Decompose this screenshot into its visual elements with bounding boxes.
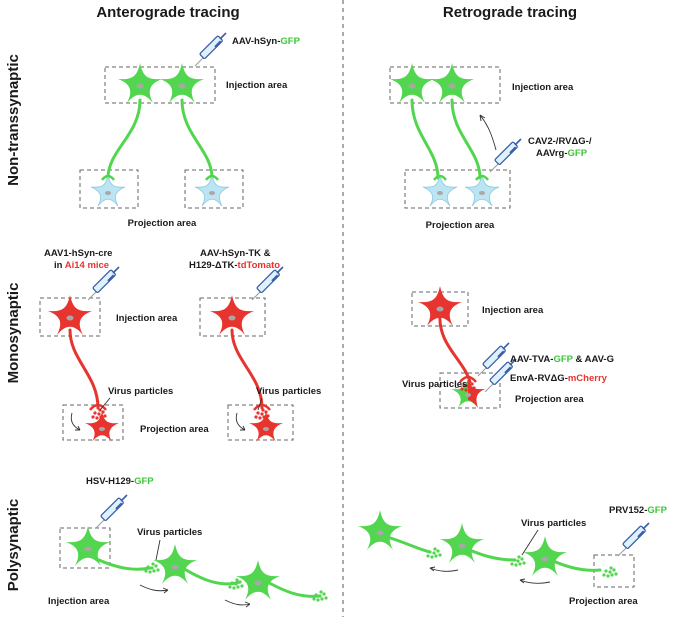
neuron-icon <box>358 510 402 550</box>
arrow-icon <box>224 599 251 608</box>
virus-particle-icon <box>602 566 618 578</box>
virus2-label: EnvA-RVΔG-mCherry <box>510 373 608 384</box>
injection-area-label: Injection area <box>482 305 544 316</box>
virus1-label: AAV-TVA-GFP & AAV-G <box>510 354 614 365</box>
neuron-icon <box>249 411 283 442</box>
arrow-icon <box>519 578 551 584</box>
neuron-icon <box>160 63 204 103</box>
virus-particles-label: Virus particles <box>402 379 467 390</box>
neuron-icon <box>523 536 567 576</box>
projection-area-box <box>404 169 511 209</box>
virus-label-line1: CAV2-/RVΔG-/ <box>528 136 592 147</box>
neuron-icon <box>85 411 119 442</box>
panel-anterograde-polysynaptic: HSV-H129-GFP Virus particles Injection a… <box>48 476 328 608</box>
syringe-icon <box>617 522 650 557</box>
row-label-non-transsynaptic: Non-transsynaptic <box>5 54 22 186</box>
panel-anterograde-monosynaptic: AAV1-hSyn-cre in Ai14 mice AAV-hSyn-TK &… <box>39 248 321 442</box>
neuron-icon <box>210 295 254 335</box>
arrow-icon <box>479 114 497 151</box>
neuron-icon <box>390 63 434 103</box>
virus-particles-label: Virus particles <box>108 386 173 397</box>
neuron-icon <box>451 377 485 408</box>
neuron-icon <box>118 63 162 103</box>
panel-anterograde-non-transsynaptic: AAV-hSyn-GFP Injection area Projection a… <box>79 32 301 229</box>
panel-retrograde-monosynaptic: Injection area AAV-TVA-GFP & AAV-G EnvA-… <box>402 286 614 409</box>
projection-area-box <box>62 404 124 441</box>
virus-label: AAV-hSyn-GFP <box>232 36 301 47</box>
virus-label: HSV-H129-GFP <box>86 476 154 487</box>
projection-area-label: Projection area <box>140 424 209 435</box>
virus-particle-icon <box>91 408 107 420</box>
projection-area-box <box>184 169 244 209</box>
arrow-icon <box>70 412 81 431</box>
arrow-icon <box>429 566 459 572</box>
injection-area-label: Injection area <box>512 82 574 93</box>
virus1-label-line2: in Ai14 mice <box>54 260 109 271</box>
injection-area-label: Injection area <box>116 313 178 324</box>
projection-area-label: Projection area <box>128 218 197 229</box>
syringe-icon <box>194 32 227 67</box>
projection-area-label: Projection area <box>426 220 495 231</box>
syringe-icon <box>87 266 120 301</box>
row-label-monosynaptic: Monosynaptic <box>5 283 22 384</box>
arrow-icon <box>235 412 246 431</box>
virus-particles-label: Virus particles <box>256 386 321 397</box>
row-label-polysynaptic: Polysynaptic <box>5 499 22 592</box>
header-anterograde: Anterograde tracing <box>96 4 239 21</box>
neuron-icon <box>66 526 110 566</box>
projection-area-label: Projection area <box>569 596 638 607</box>
neuron-icon <box>464 174 500 207</box>
neuron-icon <box>194 174 230 207</box>
syringe-icon <box>251 266 284 301</box>
injection-area-label: Injection area <box>226 80 288 91</box>
virus-particles-label: Virus particles <box>137 527 202 538</box>
header-retrograde: Retrograde tracing <box>443 4 577 21</box>
virus-label-line2: AAVrg-GFP <box>536 148 588 159</box>
syringe-icon <box>95 494 128 529</box>
neuron-icon <box>48 295 92 335</box>
virus2-label-line2: H129-ΔTK-tdTomato <box>189 260 280 271</box>
neuron-icon <box>418 286 462 326</box>
projection-area-label: Projection area <box>515 394 584 405</box>
panel-retrograde-non-transsynaptic: CAV2-/RVΔG-/ AAVrg-GFP Injection area Pr… <box>389 63 592 231</box>
neuron-icon <box>90 174 126 207</box>
virus1-label-line1: AAV1-hSyn-cre <box>44 248 112 259</box>
projection-area-box <box>439 372 501 409</box>
injection-area-box <box>59 527 111 569</box>
neuron-icon <box>422 174 458 207</box>
injection-area-box <box>389 66 501 104</box>
virus-particles-label: Virus particles <box>521 518 586 529</box>
injection-area-box <box>104 66 216 104</box>
arrow-icon <box>139 584 169 594</box>
injection-area-label: Injection area <box>48 596 110 607</box>
neuron-icon <box>430 63 474 103</box>
neuron-icon <box>440 523 484 563</box>
neuron-icon <box>236 560 280 600</box>
panel-retrograde-polysynaptic: PRV152-GFP Virus particles Projection ar… <box>358 505 668 607</box>
virus-label: PRV152-GFP <box>609 505 668 516</box>
neuron-icon <box>153 544 197 584</box>
projection-area-box <box>227 404 294 441</box>
virus2-label-line1: AAV-hSyn-TK & <box>200 248 271 259</box>
